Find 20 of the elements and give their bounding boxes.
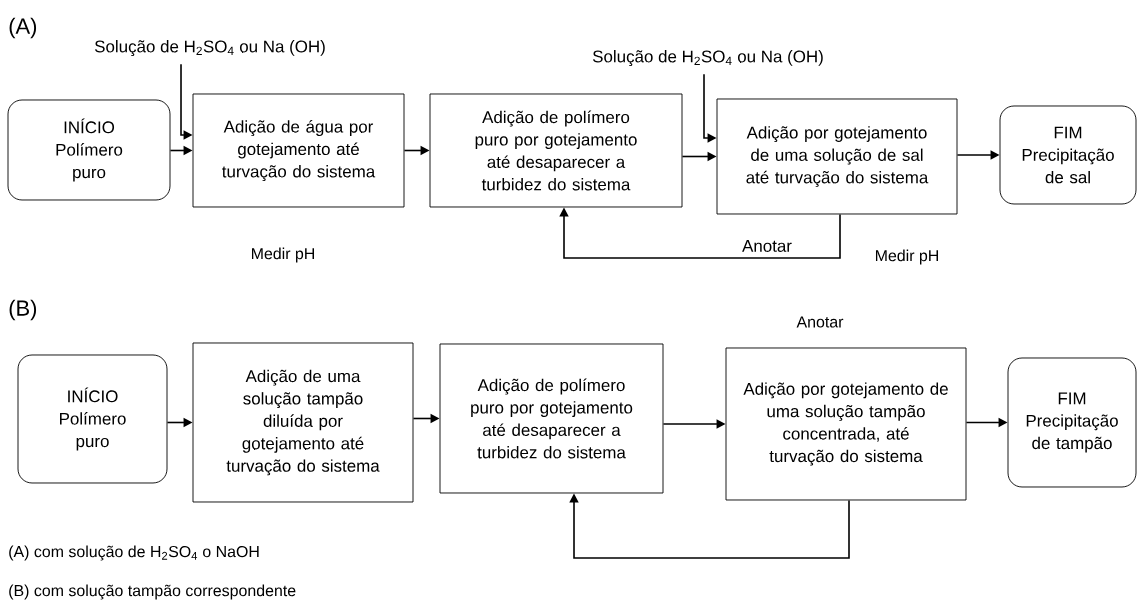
- terminal-box: FIM Precipitação de sal: [999, 105, 1137, 205]
- label-text: Medir pH: [876, 249, 938, 265]
- label-text: Anotar: [796, 316, 844, 328]
- process-box: Adição por gotejamento de uma solução de sal até turvação do sistema: [716, 98, 958, 215]
- terminal-box: FIM Precipitação de tampão: [1007, 357, 1137, 488]
- terminal-box: INÍCIO Polímero puro: [7, 99, 171, 201]
- label-text: (B): [9, 299, 37, 321]
- label-text: Medir pH: [252, 247, 314, 263]
- process-box: Adição de polímero puro por gotejamento até desaparecer a turbidez do sistema: [439, 343, 664, 494]
- process-box: Adição por gotejamento de uma solução tampão concentrada, até turvação do sistema: [725, 347, 967, 501]
- edge-label: Anotar: [741, 239, 793, 253]
- label-text: (A) com solução de H$_{2}$SO$_{4}$ o NaOH: [9, 545, 259, 561]
- process-box: Adição de polímero puro por gotejamento até desaparecer a turbidez do sistema: [429, 93, 683, 208]
- annotation-text: Solução de H$_{2}$SO$_{4}$ ou Na (OH): [94, 40, 325, 56]
- process-box: Adição de uma solução tampão diluída por gotejamento até turvação do sistema: [192, 342, 414, 503]
- label-text: (B) com solução tampão correspondente: [9, 584, 296, 600]
- process-box: Adição de água por gotejamento até turvação do sistema: [192, 93, 405, 208]
- terminal-box: INÍCIO Polímero puro: [17, 354, 168, 484]
- annotation-text: Solução de H$_{2}$SO$_{4}$ ou Na (OH): [592, 50, 823, 66]
- label-text: (A): [9, 17, 37, 39]
